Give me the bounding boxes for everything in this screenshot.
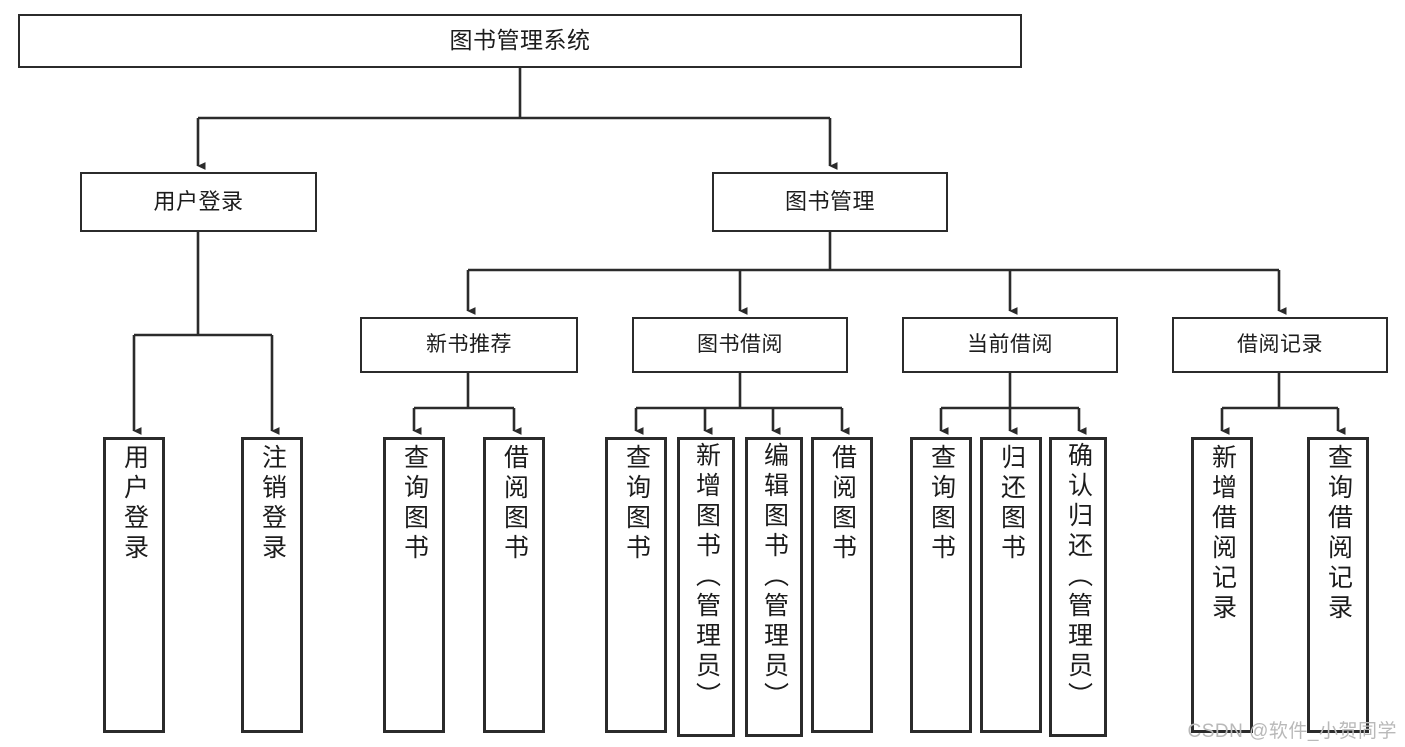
leaf-logout[interactable]: 注销登录 [241, 437, 303, 733]
leaf-edit-book-admin[interactable]: 编辑图书（管理员） [745, 437, 803, 737]
node-label: 图书管理系统 [449, 27, 591, 54]
node-book-management[interactable]: 图书管理 [712, 172, 948, 232]
leaf-user-login[interactable]: 用户登录 [103, 437, 165, 733]
leaf-query-borrow-record[interactable]: 查询借阅记录 [1307, 437, 1369, 733]
node-label: 用户登录 [153, 188, 244, 214]
node-label: 查询图书 [927, 444, 956, 564]
leaf-return-book[interactable]: 归还图书 [980, 437, 1042, 733]
node-borrow-record[interactable]: 借阅记录 [1172, 317, 1388, 373]
node-label: 新书推荐 [426, 333, 512, 357]
node-label: 当前借阅 [967, 333, 1053, 357]
leaf-query-book-borrow[interactable]: 查询图书 [605, 437, 667, 733]
leaf-add-book-admin[interactable]: 新增图书（管理员） [677, 437, 735, 737]
node-root-system[interactable]: 图书管理系统 [18, 14, 1022, 68]
node-label: 新增借阅记录 [1208, 444, 1237, 624]
leaf-borrow-book[interactable]: 借阅图书 [811, 437, 873, 733]
node-user-login[interactable]: 用户登录 [80, 172, 317, 232]
node-label: 编辑图书（管理员） [760, 442, 789, 712]
node-label: 查询借阅记录 [1324, 444, 1353, 624]
node-label: 查询图书 [400, 444, 429, 564]
node-new-book-recommend[interactable]: 新书推荐 [360, 317, 578, 373]
node-label: 确认归还（管理员） [1064, 442, 1093, 712]
node-current-borrow[interactable]: 当前借阅 [902, 317, 1118, 373]
node-label: 注销登录 [258, 444, 287, 564]
leaf-add-borrow-record[interactable]: 新增借阅记录 [1191, 437, 1253, 733]
node-label: 图书管理 [784, 188, 875, 214]
leaf-query-book-recommend[interactable]: 查询图书 [383, 437, 445, 733]
node-label: 借阅图书 [500, 444, 529, 564]
leaf-confirm-return-admin[interactable]: 确认归还（管理员） [1049, 437, 1107, 737]
node-label: 借阅图书 [828, 444, 857, 564]
node-label: 归还图书 [997, 444, 1026, 564]
node-book-borrow[interactable]: 图书借阅 [632, 317, 848, 373]
node-label: 新增图书（管理员） [692, 442, 721, 712]
node-label: 借阅记录 [1237, 333, 1323, 357]
node-label: 用户登录 [120, 444, 149, 564]
watermark: CSDN @软件_小贺同学 [1187, 721, 1397, 742]
node-label: 查询图书 [622, 444, 651, 564]
leaf-query-book-current[interactable]: 查询图书 [910, 437, 972, 733]
leaf-borrow-book-recommend[interactable]: 借阅图书 [483, 437, 545, 733]
node-label: 图书借阅 [697, 333, 783, 357]
